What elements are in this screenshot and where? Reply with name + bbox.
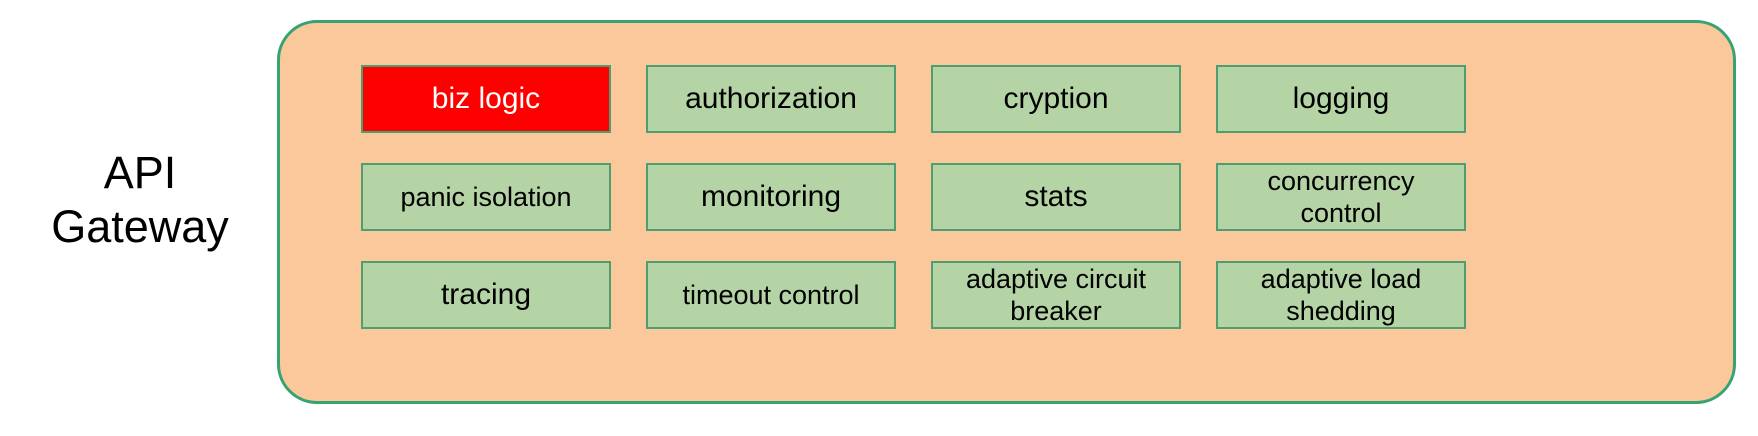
- feature-box-authorization[interactable]: authorization: [646, 65, 896, 133]
- feature-grid: biz logic authorization cryption logging…: [361, 65, 1617, 329]
- feature-box-cryption[interactable]: cryption: [931, 65, 1181, 133]
- feature-box-timeout-control[interactable]: timeout control: [646, 261, 896, 329]
- feature-box-tracing[interactable]: tracing: [361, 261, 611, 329]
- feature-box-adaptive-load-shedding[interactable]: adaptive load shedding: [1216, 261, 1466, 329]
- feature-box-concurrency-control[interactable]: concurrency control: [1216, 163, 1466, 231]
- api-gateway-label: API Gateway: [51, 147, 229, 252]
- feature-box-monitoring[interactable]: monitoring: [646, 163, 896, 231]
- api-gateway-container: biz logic authorization cryption logging…: [277, 20, 1736, 404]
- feature-box-biz-logic[interactable]: biz logic: [361, 65, 611, 133]
- feature-box-logging[interactable]: logging: [1216, 65, 1466, 133]
- feature-box-panic-isolation[interactable]: panic isolation: [361, 163, 611, 231]
- feature-box-stats[interactable]: stats: [931, 163, 1181, 231]
- feature-box-adaptive-circuit-breaker[interactable]: adaptive circuit breaker: [931, 261, 1181, 329]
